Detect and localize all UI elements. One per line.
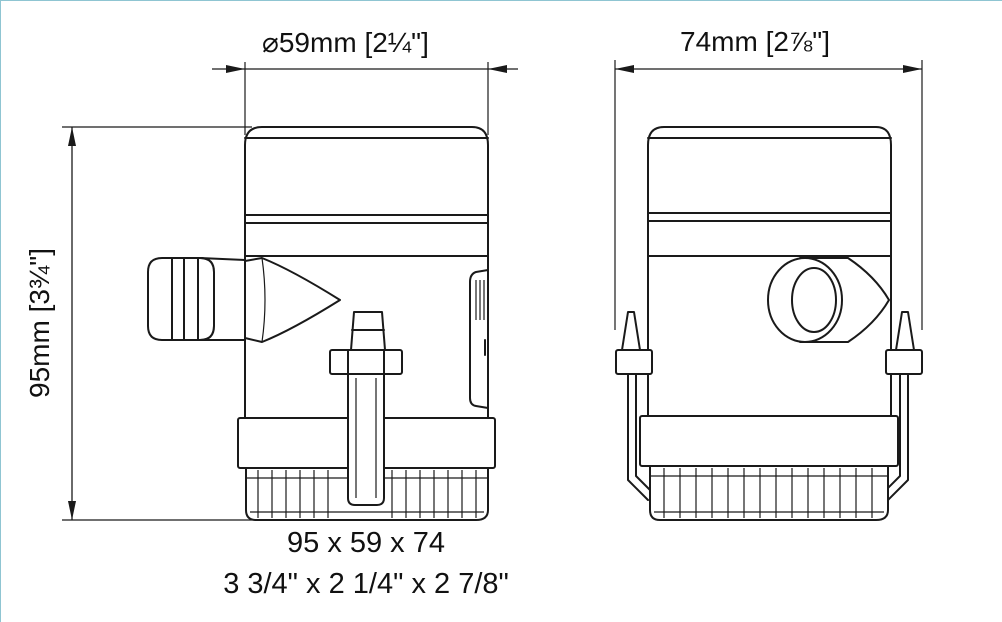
summary-imperial: 3 3/4" x 2 1/4" x 2 7/8": [223, 568, 509, 600]
depth-dimension: [614, 60, 923, 330]
strainer-grille-side: [649, 465, 889, 521]
diameter-symbol: ⌀: [262, 27, 279, 58]
diameter-label: ⌀59mm [2¼"]: [262, 26, 429, 59]
diameter-metric: 59mm: [278, 27, 357, 58]
height-label: 95mm [3¾"]: [24, 248, 56, 398]
diameter-imperial: [2¼"]: [364, 27, 429, 58]
depth-metric: 74mm: [680, 26, 758, 57]
diameter-dimension: [212, 62, 518, 135]
summary-metric: 95 x 59 x 74: [287, 527, 445, 559]
height-imperial: [3¾"]: [24, 248, 55, 313]
pump-front-view: [147, 126, 496, 521]
height-dimension: [62, 126, 252, 521]
height-metric: 95mm: [24, 320, 55, 398]
arrowhead-icon: [68, 501, 76, 520]
arrowhead-icon: [68, 127, 76, 146]
outlet-nozzle: [147, 257, 341, 343]
label-plate: [469, 269, 489, 409]
arrowhead-icon: [615, 65, 634, 73]
latch-right: [885, 311, 923, 375]
arrowhead-icon: [488, 65, 507, 73]
pump-side-view: [615, 126, 923, 521]
depth-label: 74mm [2⅞"]: [680, 26, 830, 58]
latch-left: [615, 311, 653, 375]
mounting-clip: [329, 311, 403, 506]
depth-imperial: [2⅞"]: [765, 26, 830, 57]
arrowhead-icon: [903, 65, 922, 73]
outlet-port: [767, 257, 890, 343]
arrowhead-icon: [226, 65, 245, 73]
